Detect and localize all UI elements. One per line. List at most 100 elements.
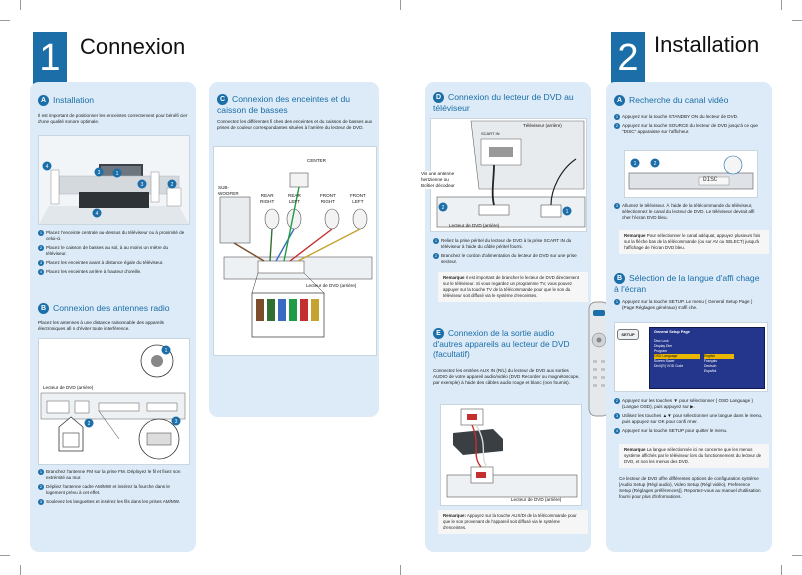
osd-menu-item: Disc Lock bbox=[654, 339, 669, 343]
tv-connection-illustration: 2 1 Téléviseur (arrière) SCART IN Vis un… bbox=[421, 118, 587, 232]
osd-menu-item: DivX(R) VOD Code bbox=[654, 364, 684, 368]
note-box: Remarque La langue sélectionnée ici ne c… bbox=[619, 444, 769, 468]
antenna-illustration: 1 2 3 Lecteur de DVD (arrière) bbox=[38, 338, 190, 465]
section-badge: A bbox=[38, 95, 49, 106]
svg-text:3: 3 bbox=[141, 182, 144, 188]
section-badge: A bbox=[614, 95, 625, 106]
dvd-display-illustration: 1 2 DISC bbox=[624, 150, 758, 198]
scart-label: SCART IN bbox=[481, 131, 500, 136]
setup-key: SETUP bbox=[617, 329, 639, 340]
svg-text:1: 1 bbox=[634, 161, 637, 167]
crop-mark bbox=[792, 555, 802, 556]
aux-connection-svg bbox=[441, 405, 581, 505]
crop-mark bbox=[400, 0, 401, 10]
svg-text:2: 2 bbox=[171, 182, 174, 188]
device-label: Lecteur de DVD (arrière) bbox=[449, 223, 500, 228]
speaker-label-rear-right: REAR RIGHT bbox=[260, 193, 275, 204]
chapter-number: 1 bbox=[33, 32, 67, 84]
dvd-display-text: DISC bbox=[703, 176, 718, 183]
svg-text:3: 3 bbox=[175, 419, 178, 425]
svg-text:1: 1 bbox=[116, 171, 119, 177]
speaker-placement-illustration: 4 3 1 3 2 4 bbox=[38, 135, 190, 225]
section-badge: C bbox=[217, 94, 228, 105]
section-intro: Connectez les différentes fi ches des en… bbox=[217, 119, 373, 131]
note-box: Remarque: Appuyez sur la touche AUX/DI d… bbox=[438, 510, 588, 534]
section-badge: B bbox=[38, 303, 49, 314]
setup-menu-illustration: SETUP General Setup Page Disc Lock Displ… bbox=[614, 322, 768, 392]
osd-option-selected: English bbox=[704, 354, 734, 359]
osd-menu-title: General Setup Page bbox=[654, 330, 690, 334]
device-label: Lecteur de DVD (arrière) bbox=[511, 497, 562, 502]
speaker-label-front-right: FRONT RIGHT bbox=[320, 193, 336, 204]
crop-mark bbox=[400, 565, 401, 575]
speaker-label-front-left: FRONT LEFT bbox=[350, 193, 366, 204]
osd-menu: General Setup Page Disc Lock Display Dim… bbox=[649, 327, 765, 389]
svg-text:1: 1 bbox=[165, 348, 168, 354]
device-label: Lecteur de DVD (arrière) bbox=[43, 385, 94, 390]
speaker-wiring-svg bbox=[214, 147, 376, 355]
chapter-title: Connexion bbox=[80, 34, 186, 59]
config-paragraph: Ce lecteur de DVD offre différentes opti… bbox=[619, 476, 761, 500]
svg-text:2: 2 bbox=[88, 421, 91, 427]
speaker-label-center: CENTER bbox=[307, 158, 326, 163]
chapter-title: Installation bbox=[654, 32, 760, 57]
remote-control-illustration bbox=[587, 300, 611, 418]
side-label: Vis une antenne hertzienne ou Boîtier dé… bbox=[421, 171, 461, 189]
svg-text:4: 4 bbox=[46, 164, 49, 170]
note-box: Remarque Pour sélectionner le canal adéq… bbox=[619, 230, 769, 254]
section-badge: E bbox=[433, 328, 444, 339]
osd-option: Français bbox=[704, 359, 718, 363]
device-label: Lecteur de DVD (arrière) bbox=[306, 283, 357, 288]
osd-menu-item-selected: OSD Language bbox=[654, 354, 700, 359]
crop-mark bbox=[0, 20, 10, 21]
crop-mark bbox=[792, 20, 802, 21]
svg-text:3: 3 bbox=[98, 170, 101, 176]
speaker-wiring-illustration: CENTER SUB- WOOFER REAR RIGHT REAR LEFT … bbox=[213, 146, 377, 356]
antenna-svg: 1 2 3 bbox=[39, 339, 189, 464]
room-illustration-svg: 4 3 1 3 2 4 bbox=[39, 136, 189, 224]
remote-svg bbox=[588, 301, 610, 417]
section-badge: B bbox=[614, 273, 625, 284]
svg-text:2: 2 bbox=[654, 161, 657, 167]
chapter-number: 2 bbox=[611, 32, 645, 84]
crop-mark bbox=[781, 0, 782, 10]
osd-menu-options: English Français Deutsch Español bbox=[704, 354, 734, 374]
svg-text:2: 2 bbox=[442, 205, 445, 211]
svg-text:1: 1 bbox=[566, 209, 569, 215]
crop-mark bbox=[781, 565, 782, 575]
note-box: Remarque Il est important de brancher le… bbox=[438, 272, 588, 302]
speaker-label-rear-left: REAR LEFT bbox=[288, 193, 301, 204]
osd-menu-item: Screen Saver bbox=[654, 359, 675, 363]
section-intro: Il est important de positionner les ence… bbox=[38, 113, 188, 125]
dvd-display-svg: 1 2 bbox=[625, 151, 757, 197]
aux-connection-illustration: Lecteur de DVD (arrière) bbox=[440, 404, 582, 506]
section-badge: D bbox=[433, 92, 444, 103]
crop-mark bbox=[20, 565, 21, 575]
